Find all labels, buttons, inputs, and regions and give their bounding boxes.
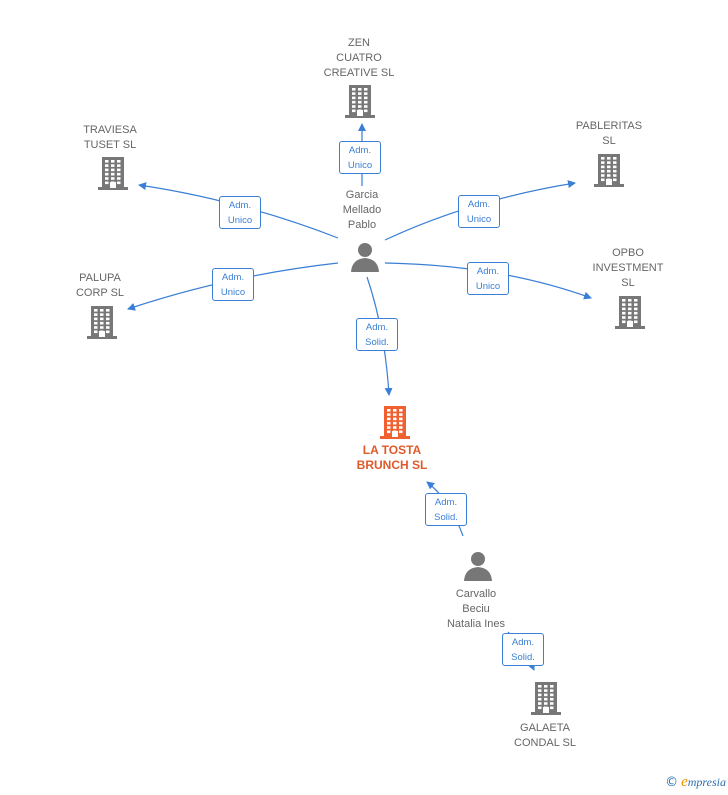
role-label-line1: Adm.	[221, 272, 245, 283]
company-building-icon[interactable]	[615, 295, 645, 334]
company-building-icon[interactable]	[87, 305, 117, 344]
role-label-line2: Unico	[475, 281, 501, 292]
role-label-line1: Adm.	[511, 637, 535, 648]
person-icon[interactable]	[350, 242, 380, 277]
role-label-line2: Solid.	[511, 652, 535, 663]
edge-role-badge[interactable]: Adm. Solid.	[356, 318, 398, 351]
node-label-opbo[interactable]: OPBO INVESTMENT SL	[592, 247, 664, 289]
empresia-logo: ©empresia	[665, 774, 726, 791]
role-label-line2: Unico	[466, 214, 492, 225]
role-label-line2: Solid.	[365, 337, 389, 348]
edge-role-badge[interactable]: Adm. Solid.	[425, 493, 467, 526]
main-company-building-icon[interactable]	[380, 405, 410, 444]
role-label-line2: Unico	[227, 215, 253, 226]
edge-role-badge[interactable]: Adm. Solid.	[502, 633, 544, 666]
company-building-icon[interactable]	[594, 153, 624, 192]
node-label-carvallo[interactable]: Carvallo Beciu Natalia Ines	[446, 588, 506, 630]
node-label-tosta[interactable]: LA TOSTA BRUNCH SL	[356, 443, 428, 472]
role-label-line2: Unico	[220, 287, 246, 298]
brand-initial: e	[681, 774, 688, 790]
role-label-line1: Adm.	[228, 200, 252, 211]
role-label-line1: Adm.	[434, 497, 458, 508]
company-building-icon[interactable]	[98, 156, 128, 195]
edge-role-badge[interactable]: Adm. Unico	[458, 195, 500, 228]
copyright-symbol: ©	[665, 775, 679, 790]
edge-role-badge[interactable]: Adm. Unico	[467, 262, 509, 295]
company-building-icon[interactable]	[531, 681, 561, 720]
edge-role-badge[interactable]: Adm. Unico	[212, 268, 254, 301]
role-label-line1: Adm.	[476, 266, 500, 277]
person-icon[interactable]	[463, 551, 493, 586]
company-building-icon[interactable]	[345, 84, 375, 123]
node-label-galaeta[interactable]: GALAETA CONDAL SL	[514, 722, 576, 749]
edge-role-badge[interactable]: Adm. Unico	[339, 141, 381, 174]
node-label-pableritas[interactable]: PABLERITAS SL	[575, 120, 643, 147]
node-label-garcia[interactable]: Garcia Mellado Pablo	[342, 189, 382, 231]
role-label-line1: Adm.	[348, 145, 372, 156]
edge-role-badge[interactable]: Adm. Unico	[219, 196, 261, 229]
role-label-line2: Solid.	[434, 512, 458, 523]
node-label-zen[interactable]: ZEN CUATRO CREATIVE SL	[323, 37, 395, 79]
brand-name: mpresia	[687, 775, 726, 789]
node-label-traviesa[interactable]: TRAVIESA TUSET SL	[83, 124, 137, 151]
node-label-palupa[interactable]: PALUPA CORP SL	[75, 272, 125, 299]
role-label-line2: Unico	[347, 160, 373, 171]
role-label-line1: Adm.	[365, 322, 389, 333]
role-label-line1: Adm.	[467, 199, 491, 210]
